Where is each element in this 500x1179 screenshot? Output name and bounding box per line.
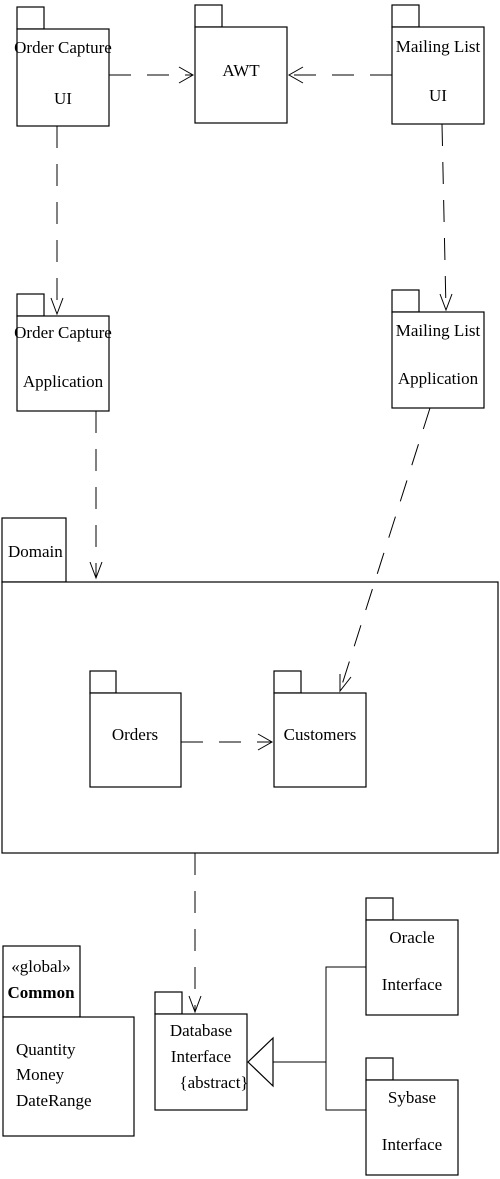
- package-constraint: {abstract}: [179, 1073, 248, 1092]
- package-label: UI: [54, 89, 72, 108]
- dependency-order-capture-ui-to-awt: [109, 66, 195, 84]
- package-tab: [365, 897, 394, 921]
- package-mailing-list-application: Mailing List Application: [391, 289, 485, 409]
- dependency-mailing-list-application-to-customers: [339, 407, 431, 693]
- package-tab: [391, 4, 420, 28]
- package-tab: [154, 991, 183, 1015]
- package-label: Interface: [382, 975, 442, 994]
- package-tab: [365, 1057, 394, 1081]
- package-oracle-interface: Oracle Interface: [365, 897, 459, 1016]
- package-item: Quantity: [16, 1040, 76, 1059]
- package-body: [89, 692, 182, 788]
- package-label: Orders: [112, 725, 158, 744]
- package-label: Database: [170, 1021, 232, 1040]
- package-body: [154, 1013, 248, 1111]
- package-tab: [16, 293, 45, 317]
- package-database-interface: Database Interface {abstract}: [154, 991, 249, 1111]
- package-tab: [194, 4, 223, 28]
- package-body: [2, 1016, 135, 1137]
- dependency-orders-to-customers: [181, 733, 274, 751]
- package-tab: [89, 670, 117, 694]
- package-label: Order Capture: [14, 38, 112, 57]
- package-body: [16, 28, 110, 127]
- dependency-mailing-list-ui-to-awt: [287, 66, 392, 84]
- generalization-arrowhead: [247, 1036, 274, 1088]
- dependency-order-capture-ui-to-application: [50, 126, 64, 316]
- package-label: Common: [7, 983, 75, 1002]
- package-label: Order Capture: [14, 323, 112, 342]
- package-mailing-list-ui: Mailing List UI: [391, 4, 485, 125]
- package-body: [391, 26, 485, 125]
- package-body: [365, 1079, 459, 1176]
- package-stereotype: «global»: [11, 957, 71, 976]
- package-sybase-interface: Sybase Interface: [365, 1057, 459, 1176]
- package-tab: [273, 670, 302, 694]
- package-customers: Customers: [273, 670, 367, 788]
- package-tab: [16, 6, 45, 30]
- package-awt: AWT: [194, 4, 288, 124]
- dependency-mailing-list-ui-to-application: [439, 123, 453, 312]
- package-tab: [2, 945, 81, 1018]
- dependency-domain-to-database-interface: [188, 853, 202, 1014]
- package-body: [194, 26, 288, 124]
- package-label: Sybase: [388, 1088, 436, 1107]
- package-domain: Domain: [1, 517, 499, 854]
- package-label: Application: [23, 372, 104, 391]
- package-label: Interface: [382, 1135, 442, 1154]
- package-common: «global» Common Quantity Money DateRange: [2, 945, 135, 1137]
- package-label: Mailing List: [396, 321, 481, 340]
- package-label: AWT: [222, 61, 260, 80]
- dependency-order-capture-application-to-domain: [89, 411, 103, 580]
- package-label: UI: [429, 86, 447, 105]
- package-body: [1, 581, 499, 854]
- generalization-database-interface: [247, 966, 366, 1111]
- package-label: Oracle: [389, 928, 434, 947]
- package-order-capture-ui: Order Capture UI: [14, 6, 112, 127]
- package-tab: [391, 289, 420, 313]
- package-tab: [1, 517, 67, 583]
- package-item: Money: [16, 1065, 65, 1084]
- package-body: [391, 311, 485, 409]
- package-label: Mailing List: [396, 37, 481, 56]
- package-body: [273, 692, 367, 788]
- package-label: Customers: [284, 725, 357, 744]
- package-order-capture-application: Order Capture Application: [14, 293, 112, 412]
- package-label: Domain: [8, 542, 63, 561]
- package-label: Interface: [171, 1047, 231, 1066]
- package-label: Application: [398, 369, 479, 388]
- package-item: DateRange: [16, 1091, 92, 1110]
- package-orders: Orders: [89, 670, 182, 788]
- package-body: [16, 315, 110, 412]
